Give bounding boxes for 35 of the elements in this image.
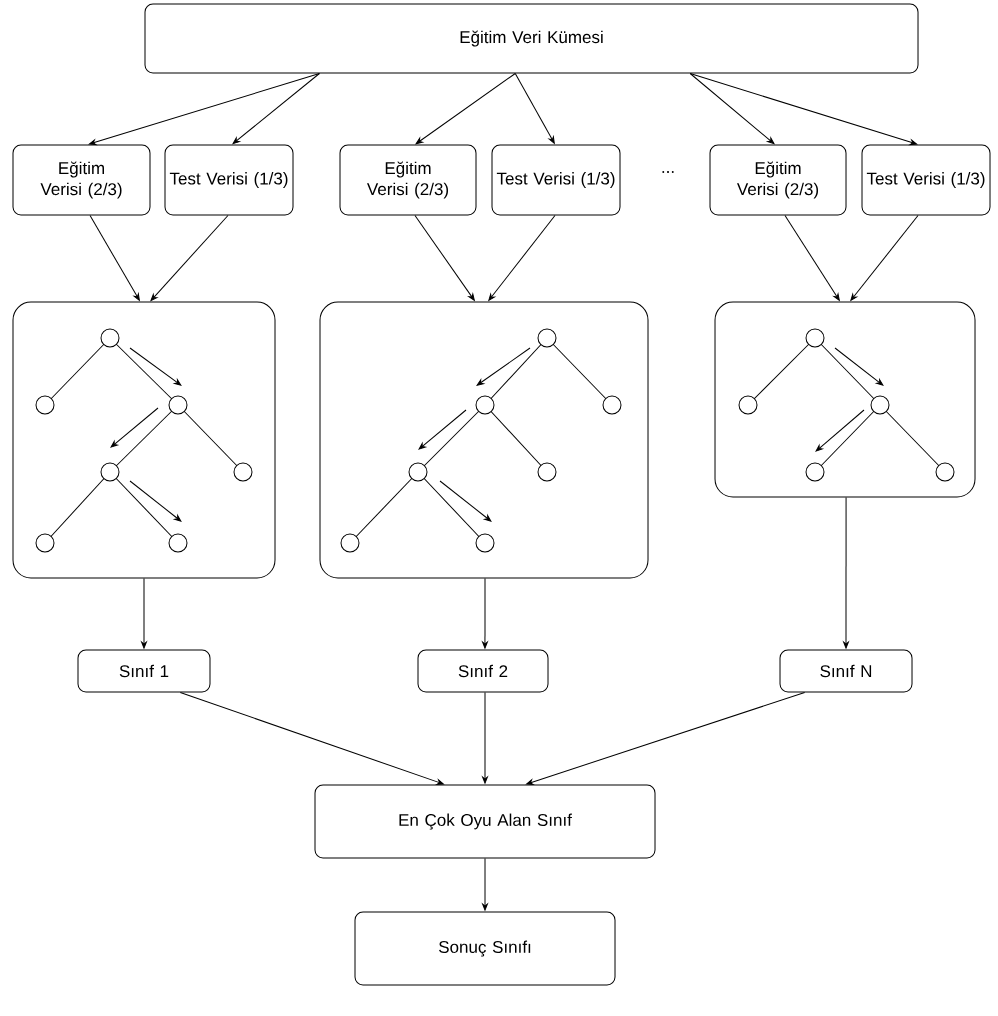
tree-box: [319, 301, 649, 579]
arrow: [514, 73, 555, 144]
arrow: [88, 73, 320, 146]
arrow: [784, 215, 840, 301]
tree-box: [12, 301, 276, 579]
arrow: [232, 73, 320, 145]
arrow: [141, 578, 147, 649]
ellipsis-label: ...: [662, 171, 674, 173]
tree-box: [714, 301, 976, 498]
arrow: [89, 215, 140, 301]
text-box: Eğitim Verisi (2/3): [339, 144, 477, 216]
text-box: Sınıf 2: [417, 649, 549, 693]
text-box: Test Verisi (1/3): [164, 144, 294, 216]
arrow: [482, 578, 488, 649]
text-box: Test Verisi (1/3): [861, 144, 991, 216]
text-box: Sonuç Sınıfı: [354, 911, 616, 986]
arrow: [843, 497, 849, 649]
text-box: Eğitim Veri Kümesi: [144, 3, 919, 74]
text-box: En Çok Oyu Alan Sınıf: [314, 784, 656, 859]
arrow: [179, 692, 444, 785]
arrow: [482, 858, 488, 911]
arrow: [850, 215, 919, 301]
arrow: [482, 692, 488, 784]
arrow: [689, 73, 918, 146]
arrow: [150, 215, 229, 301]
text-box: Test Verisi (1/3): [491, 144, 621, 216]
arrow: [526, 692, 806, 785]
arrow: [415, 73, 516, 145]
text-box: Eğitim Verisi (2/3): [709, 144, 847, 216]
arrow: [414, 215, 475, 301]
arrow: [488, 215, 556, 301]
text-box: Sınıf N: [779, 649, 913, 693]
text-box: Eğitim Verisi (2/3): [12, 144, 151, 216]
arrow: [689, 73, 775, 145]
text-box: Sınıf 1: [77, 649, 211, 693]
